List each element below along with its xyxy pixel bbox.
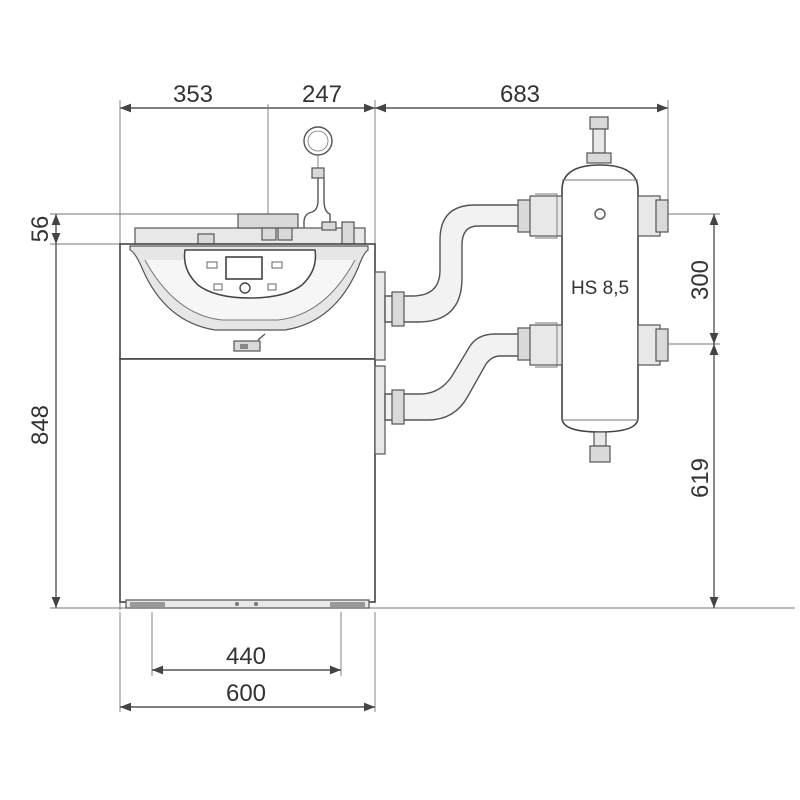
hydraulic-separator: HS 8,5 (529, 116, 669, 463)
dim-right-bottom: 619 (687, 458, 714, 498)
dim-right-top: 300 (687, 260, 714, 300)
dim-left-top: 56 (27, 216, 54, 243)
pressure-gauge-icon (303, 126, 337, 231)
dim-top-mid: 247 (302, 81, 342, 108)
connection-pipes (374, 199, 533, 455)
dim-bottom-inner: 440 (226, 643, 266, 670)
dim-top-left: 353 (173, 81, 213, 108)
dim-left-height: 848 (27, 405, 54, 445)
dim-top-right: 683 (500, 81, 540, 108)
boiler (119, 126, 376, 609)
separator-label: HS 8,5 (571, 278, 629, 299)
dim-bottom-outer: 600 (226, 680, 266, 707)
control-panel (183, 249, 317, 299)
